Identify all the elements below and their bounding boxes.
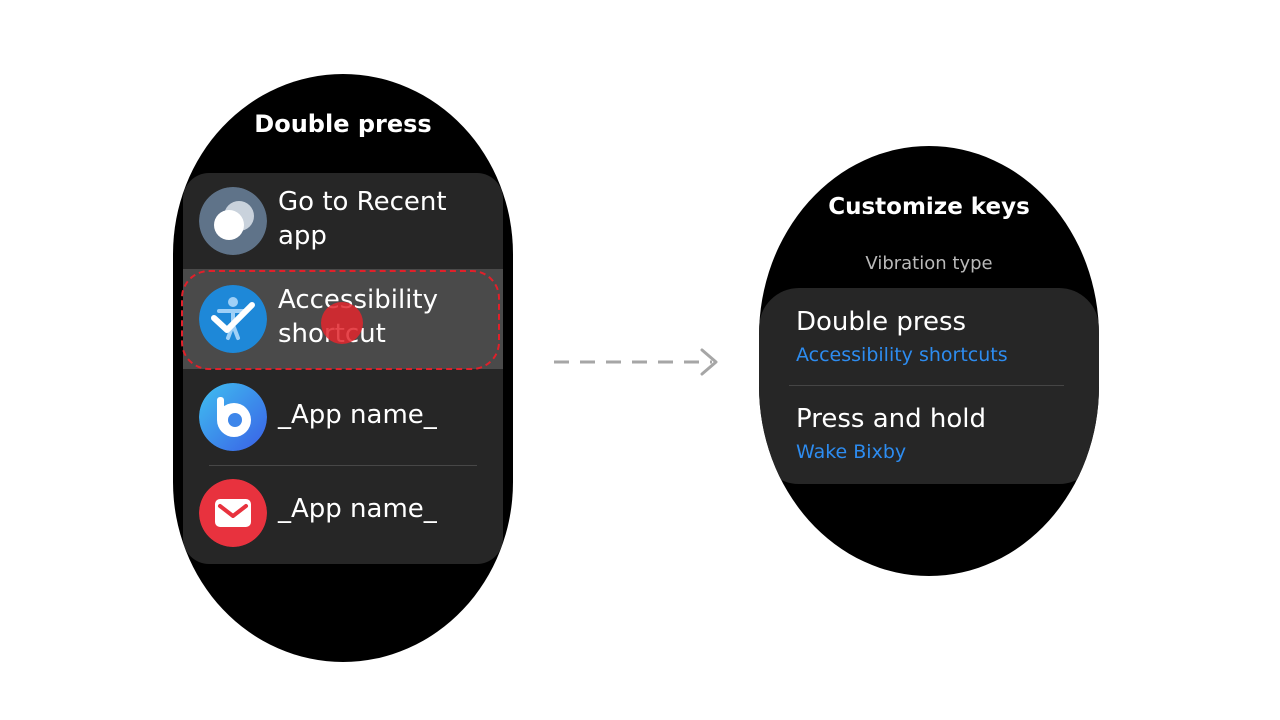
list-item-app-mail[interactable]: _App name_ xyxy=(183,465,503,564)
list-item-accessibility-shortcut[interactable]: Accessibility shortcut xyxy=(183,269,503,369)
watch-screen-double-press: Double press Go to Recent app xyxy=(173,74,513,662)
settings-card: Double press Accessibility shortcuts Pre… xyxy=(759,288,1099,484)
list-item-app-bixby[interactable]: _App name_ xyxy=(183,369,503,465)
dashed-arrow-icon xyxy=(554,348,718,376)
bixby-icon xyxy=(199,383,267,451)
list-item-label: Accessibility shortcut xyxy=(278,285,438,349)
mail-icon xyxy=(199,479,267,547)
list-item-recent-app[interactable]: Go to Recent app xyxy=(183,173,503,269)
setting-press-and-hold[interactable]: Press and hold Wake Bixby xyxy=(796,403,1066,465)
setting-double-press[interactable]: Double press Accessibility shortcuts xyxy=(796,306,1066,368)
setting-value: Accessibility shortcuts xyxy=(796,344,1008,366)
setting-title: Double press xyxy=(796,307,967,337)
page-title: Double press xyxy=(254,110,432,138)
section-label: Vibration type xyxy=(865,253,993,274)
page-title: Customize keys xyxy=(828,194,1030,220)
accessibility-icon xyxy=(199,285,267,353)
setting-title: Press and hold xyxy=(796,404,986,434)
list-item-label: _App name_ xyxy=(278,494,437,524)
touch-indicator xyxy=(321,302,363,344)
list-item-label: Go to Recent app xyxy=(278,187,447,251)
settings-divider xyxy=(789,385,1064,386)
app-list: Go to Recent app Accessibility shortcut xyxy=(183,173,503,564)
recent-apps-icon xyxy=(199,187,267,255)
list-item-label: _App name_ xyxy=(278,400,437,430)
list-divider xyxy=(209,465,477,466)
watch-screen-customize-keys: Customize keys Vibration type Double pre… xyxy=(759,146,1099,576)
setting-value: Wake Bixby xyxy=(796,441,907,463)
